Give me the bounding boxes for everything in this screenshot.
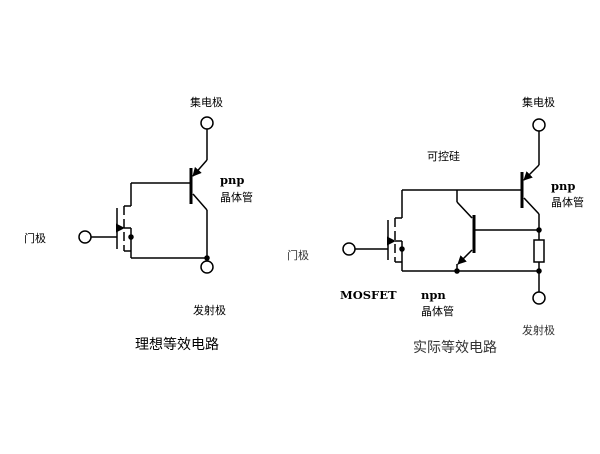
right-collector-label: 集电极 [522, 96, 555, 109]
right-npn-transistor-label: 晶体管 [421, 305, 454, 318]
left-gate-label: 门极 [24, 232, 46, 245]
left-pnp-label: pnp [220, 173, 245, 187]
left-gate-terminal [78, 230, 92, 244]
right-resistor [533, 239, 545, 263]
right-junction-dot-2 [454, 268, 460, 274]
right-gate-terminal [342, 242, 356, 256]
left-emitter-terminal [200, 260, 214, 274]
left-collector-terminal [200, 116, 214, 130]
left-collector-label: 集电极 [190, 96, 223, 109]
right-pnp-label: pnp [551, 179, 576, 193]
right-gate-label: 门极 [287, 249, 309, 262]
right-emitter-terminal [532, 291, 546, 305]
left-caption: 理想等效电路 [135, 337, 219, 353]
right-circuit [342, 118, 546, 305]
right-thyristor-label: 可控硅 [427, 150, 460, 163]
right-mosfet-body-dot [399, 246, 405, 252]
right-junction-dot-3 [536, 268, 542, 274]
left-transistor-label: 晶体管 [220, 191, 253, 204]
left-mosfet-body-dot [128, 234, 134, 240]
right-pnp-transistor-label: 晶体管 [551, 196, 584, 209]
right-mosfet-label: MOSFET [340, 288, 397, 302]
right-collector-terminal [532, 118, 546, 132]
right-npn-label: npn [421, 288, 446, 302]
left-emitter-label: 发射极 [193, 304, 226, 317]
right-caption: 实际等效电路 [413, 340, 497, 356]
right-emitter-label: 发射极 [522, 324, 555, 337]
left-circuit [78, 116, 214, 274]
